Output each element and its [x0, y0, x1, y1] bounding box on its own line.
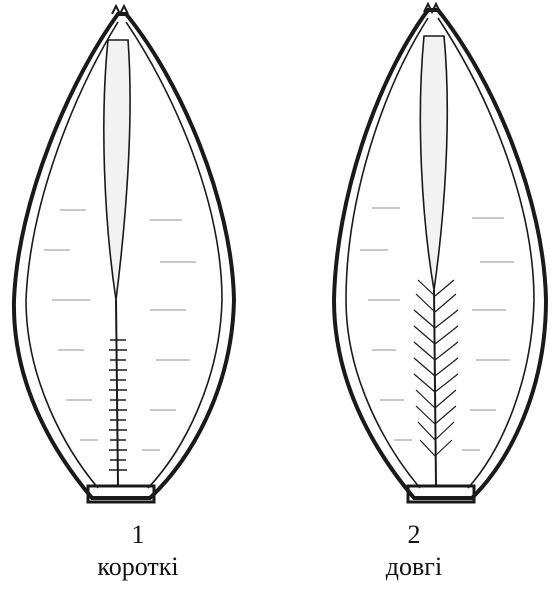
figure-number: 1: [0, 520, 276, 550]
figure-number: 2: [276, 520, 552, 550]
grain-illustration-short: [0, 0, 276, 520]
grain-illustration-long: [276, 0, 552, 520]
figure-label: довгі: [276, 550, 552, 584]
figure-panel-long: 2 довгі: [276, 0, 552, 590]
figure-caption-long: 2 довгі: [276, 520, 552, 584]
figure-panel-short: 1 короткі: [0, 0, 276, 590]
figure-caption-short: 1 короткі: [0, 520, 276, 584]
figure-label: короткі: [0, 550, 276, 584]
